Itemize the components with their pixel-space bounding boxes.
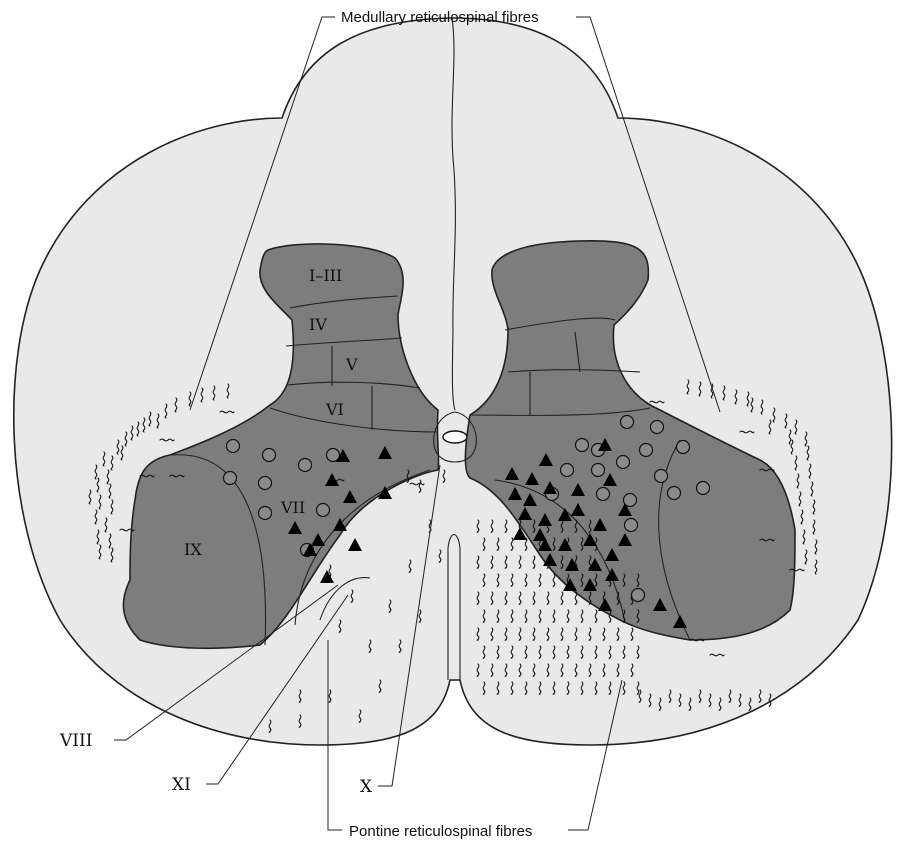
circle-cell-marker	[640, 444, 653, 457]
lamina-label-vii: VII	[280, 498, 305, 517]
circle-cell-marker	[625, 519, 638, 532]
label-xi: XI	[172, 775, 191, 795]
circle-cell-marker	[617, 456, 630, 469]
circle-cell-marker	[677, 441, 690, 454]
lamina-label-i-iii: I–III	[309, 266, 342, 285]
circle-cell-marker	[651, 421, 664, 434]
lamina-label-ix: IX	[184, 540, 202, 559]
lamina-label-iv: IV	[309, 315, 327, 334]
circle-cell-marker	[224, 472, 237, 485]
circle-cell-marker	[621, 416, 634, 429]
label-x: X	[360, 777, 373, 797]
circle-cell-marker	[632, 589, 645, 602]
circle-cell-marker	[259, 507, 272, 520]
circle-cell-marker	[227, 440, 240, 453]
circle-cell-marker	[561, 464, 574, 477]
circle-cell-marker	[299, 459, 312, 472]
circle-cell-marker	[576, 439, 589, 452]
lamina-label-v: V	[345, 355, 358, 374]
lamina-label-vi: VI	[325, 400, 344, 419]
circle-cell-marker	[592, 464, 605, 477]
circle-cell-marker	[317, 504, 330, 517]
label-pontine-reticulospinal-fibres: Pontine reticulospinal fibres	[349, 823, 532, 840]
circle-cell-marker	[655, 470, 668, 483]
label-viii: VIII	[59, 731, 92, 751]
central-canal	[443, 431, 467, 443]
circle-cell-marker	[263, 449, 276, 462]
label-medullary-reticulospinal-fibres: Medullary reticulospinal fibres	[341, 9, 539, 26]
circle-cell-marker	[597, 488, 610, 501]
circle-cell-marker	[668, 487, 681, 500]
circle-cell-marker	[259, 477, 272, 490]
circle-cell-marker	[697, 482, 710, 495]
